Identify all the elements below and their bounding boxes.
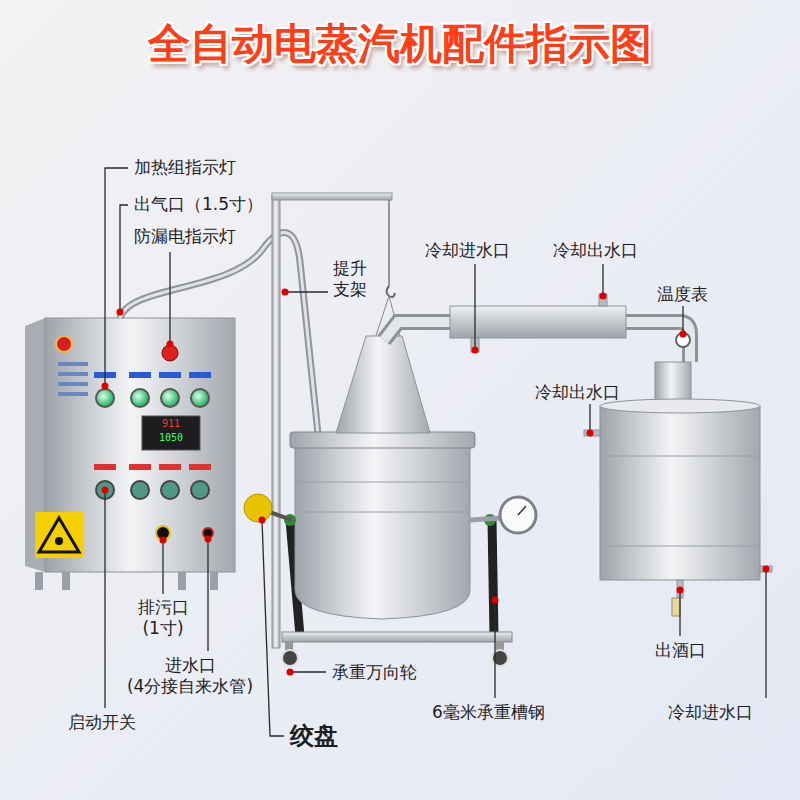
callout-label: 温度表 xyxy=(657,284,708,305)
leader-lines xyxy=(105,168,766,736)
callout-label: 冷却出水口 xyxy=(535,382,620,403)
steam-hose-highlight xyxy=(120,233,318,434)
display-digits: 1050 xyxy=(159,432,183,443)
control-cabinet xyxy=(25,318,235,590)
callout-label: 提升 支架 xyxy=(333,258,373,301)
callout-label: 6毫米承重槽钢 xyxy=(432,702,545,723)
callout-label: 排污口 (1寸) xyxy=(123,597,203,640)
display-digits: 911 xyxy=(162,418,180,429)
callout-label: 绞盘 xyxy=(290,721,338,751)
steam-hose xyxy=(120,233,318,434)
callout-label: 进水口 (4分接自来水管) xyxy=(115,655,265,698)
callout-dots xyxy=(102,289,770,676)
callout-label: 加热组指示灯 xyxy=(134,157,236,178)
callout-label: 出酒口 xyxy=(655,640,706,661)
callout-label: 冷却出水口 xyxy=(553,240,638,261)
callout-label: 冷却进水口 xyxy=(668,702,753,723)
steam-pot xyxy=(244,336,536,619)
callout-label: 启动开关 xyxy=(68,712,136,733)
page-title: 全自动电蒸汽机配件指示图 xyxy=(0,16,800,72)
callout-label: 冷却进水口 xyxy=(425,240,510,261)
callout-label: 出气口（1.5寸） xyxy=(134,194,263,215)
callout-label: 防漏电指示灯 xyxy=(134,226,236,247)
callout-label: 承重万向轮 xyxy=(332,662,417,683)
condenser xyxy=(384,294,690,362)
